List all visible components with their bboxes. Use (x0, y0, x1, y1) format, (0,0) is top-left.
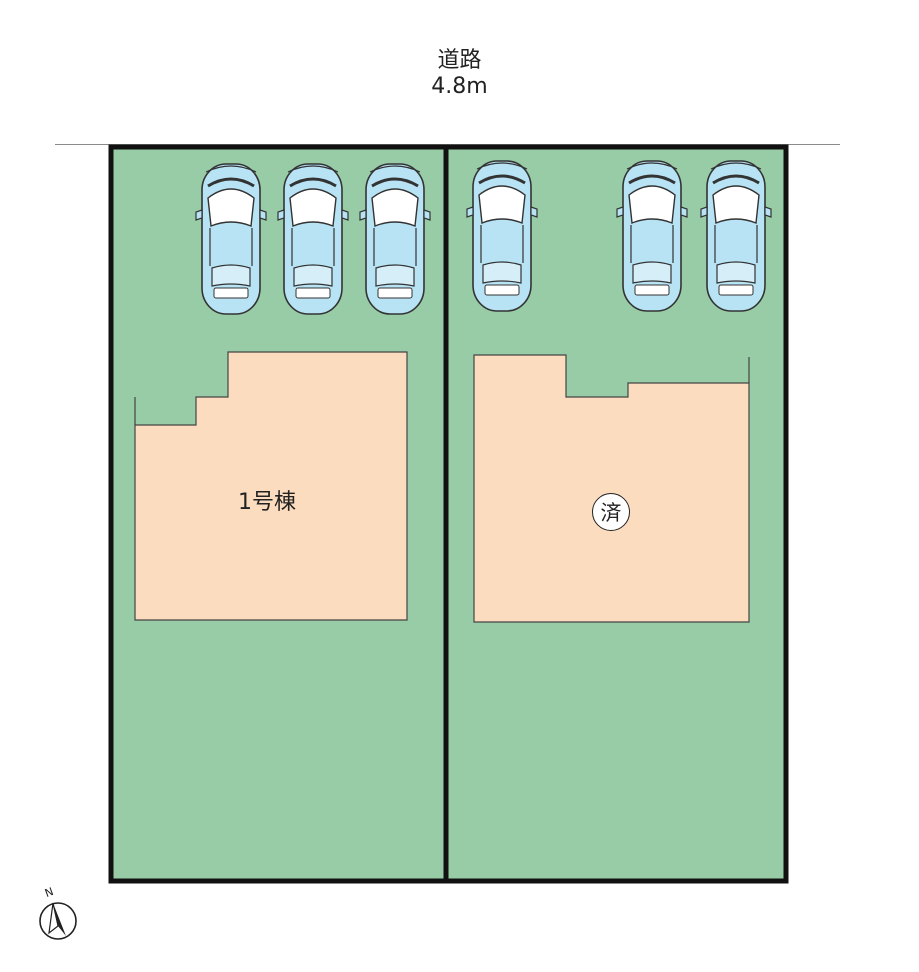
lot-1-label: 1号棟 (238, 490, 296, 515)
car-icon (615, 159, 689, 313)
car-icon (465, 159, 539, 313)
car-icon (358, 162, 432, 316)
lot-1-building (134, 351, 408, 621)
car-icon (699, 159, 773, 313)
sold-badge: 済 (592, 493, 630, 531)
car-icon (194, 162, 268, 316)
lot-2-building (473, 354, 750, 623)
road-width: 4.8m (431, 74, 488, 99)
car-icon (276, 162, 350, 316)
compass: N (36, 885, 82, 942)
north-arrow-icon (39, 902, 77, 940)
road-name: 道路 (437, 48, 482, 73)
road-label: 道路 4.8m (0, 48, 919, 100)
